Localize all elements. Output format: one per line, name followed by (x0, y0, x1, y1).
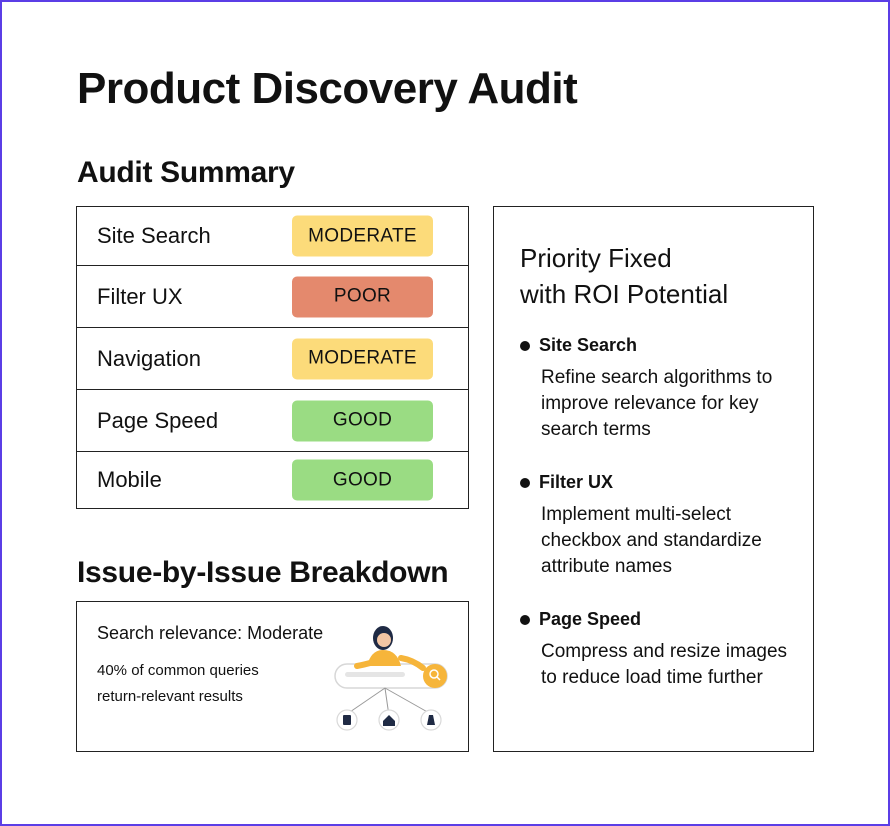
rating-badge: GOOD (292, 459, 433, 501)
breakdown-description: 40% of common queries return-relevant re… (97, 658, 259, 710)
priority-item-body: Implement multi-select checkbox and stan… (541, 504, 762, 577)
priority-item-body: Compress and resize images to reduce loa… (541, 641, 788, 688)
rating-badge: POOR (292, 276, 433, 317)
priority-item-site-search: Site Search Refine search algorithms to … (520, 335, 800, 445)
summary-row-filter-ux: Filter UX POOR (77, 266, 468, 328)
breakdown-line: return-relevant results (97, 688, 243, 705)
priority-fixes-panel: Priority Fixed with ROI Potential Site S… (493, 206, 814, 752)
summary-row-label: Navigation (97, 345, 201, 371)
audit-summary-table: Site Search MODERATE Filter UX POOR Navi… (76, 206, 469, 509)
summary-row-label: Filter UX (97, 283, 183, 309)
bullet-icon (520, 615, 530, 625)
bullet-icon (520, 341, 530, 351)
person-on-search-bar-icon (334, 626, 448, 731)
summary-row-page-speed: Page Speed GOOD (77, 390, 468, 452)
breakdown-card: Search relevance: Moderate 40% of common… (76, 601, 469, 752)
priority-title-line: with ROI Potential (520, 279, 729, 309)
summary-row-site-search: Site Search MODERATE (77, 207, 468, 266)
audit-summary-title: Audit Summary (77, 156, 295, 189)
breakdown-line: 40% of common queries (97, 662, 259, 679)
summary-row-navigation: Navigation MODERATE (77, 328, 468, 390)
priority-item-filter-ux: Filter UX Implement multi-select checkbo… (520, 472, 800, 582)
summary-row-label: Page Speed (97, 407, 219, 433)
breakdown-title: Issue-by-Issue Breakdown (77, 556, 449, 589)
priority-item-heading: Filter UX (539, 472, 614, 492)
bullet-icon (520, 478, 530, 488)
priority-item-page-speed: Page Speed Compress and resize images to… (520, 609, 800, 719)
rating-badge: GOOD (292, 400, 433, 441)
summary-row-label: Site Search (97, 223, 211, 248)
summary-row-label: Mobile (97, 467, 162, 492)
priority-item-heading: Page Speed (539, 609, 642, 629)
priority-item-heading: Site Search (539, 335, 638, 355)
rating-badge: MODERATE (292, 338, 433, 379)
priority-title-line: Priority Fixed (520, 243, 672, 273)
summary-row-mobile: Mobile GOOD (77, 452, 468, 508)
priority-title: Priority Fixed with ROI Potential (520, 240, 728, 312)
breakdown-heading: Search relevance: Moderate (97, 623, 324, 643)
rating-badge: MODERATE (292, 215, 433, 257)
page-title: Product Discovery Audit (77, 64, 578, 113)
priority-item-body: Refine search algorithms to improve rele… (541, 367, 773, 440)
